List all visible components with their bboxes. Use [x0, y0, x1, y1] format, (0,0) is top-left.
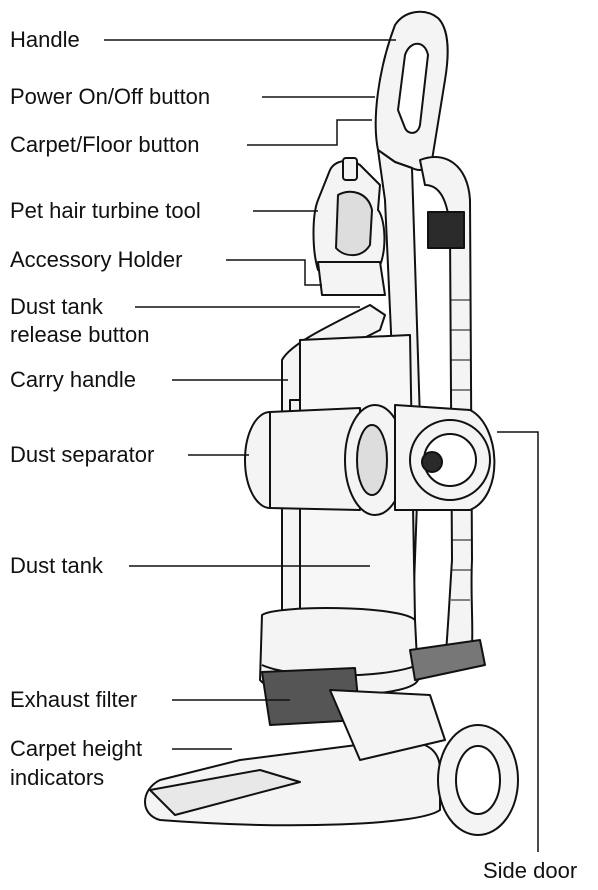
side-door — [395, 405, 494, 510]
label-carry-handle: Carry handle — [10, 367, 136, 393]
label-carpet-height-line1: Carpet height — [10, 736, 142, 762]
side-gear — [410, 640, 485, 680]
label-carpet-floor-button: Carpet/Floor button — [10, 132, 200, 158]
label-turbine-tool: Pet hair turbine tool — [10, 198, 201, 224]
label-accessory-holder: Accessory Holder — [10, 247, 182, 273]
rear-wheel — [438, 725, 518, 835]
label-carpet-height-line2: indicators — [10, 765, 104, 791]
label-dust-release-line1: Dust tank — [10, 294, 103, 320]
label-power-button: Power On/Off button — [10, 84, 210, 110]
leader-accessory — [226, 260, 322, 285]
label-dust-separator: Dust separator — [10, 442, 154, 468]
label-dust-tank: Dust tank — [10, 553, 103, 579]
vacuum-illustration — [145, 12, 518, 835]
accessory-holder — [318, 262, 385, 295]
handle-grip — [376, 12, 448, 170]
leader-carpet-floor — [247, 120, 372, 145]
label-exhaust-filter: Exhaust filter — [10, 687, 137, 713]
label-dust-release-line2: release button — [10, 322, 149, 348]
label-handle: Handle — [10, 27, 80, 53]
dust-separator — [245, 405, 405, 515]
label-side-door: Side door — [483, 858, 577, 884]
